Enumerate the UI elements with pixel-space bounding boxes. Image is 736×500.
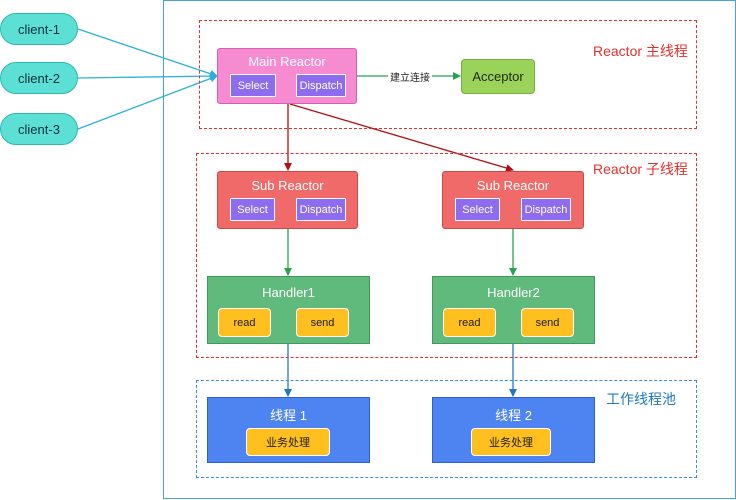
arrow-client-1-to-main-reactor bbox=[77, 28, 218, 78]
acceptor-node: Acceptor bbox=[461, 59, 535, 94]
main-reactor-dispatch: Dispatch bbox=[296, 74, 346, 97]
main-reactor-select: Select bbox=[230, 74, 276, 97]
zone-title-pool: 工作线程池 bbox=[606, 391, 676, 407]
sub-reactor-2-title: Sub Reactor bbox=[476, 178, 550, 193]
zone-worker-pool bbox=[196, 380, 697, 478]
worker-thread-2-node: 线程 2 业务处理 bbox=[432, 397, 595, 463]
sub-reactor-2-node: Sub Reactor Select Dispatch bbox=[442, 171, 584, 229]
sub-reactor-1-node: Sub Reactor Select Dispatch bbox=[217, 171, 358, 229]
handler1-read: read bbox=[218, 308, 271, 337]
handler1-send: send bbox=[296, 308, 349, 337]
sub-reactor-1-title: Sub Reactor bbox=[251, 178, 324, 193]
handler2-read: read bbox=[443, 308, 496, 337]
main-reactor-node: Main Reactor Select Dispatch bbox=[217, 48, 357, 104]
handler2-node: Handler2 read send bbox=[432, 276, 595, 344]
handler2-title: Handler2 bbox=[487, 285, 540, 300]
zone-title-main: Reactor 主线程 bbox=[593, 43, 688, 59]
main-reactor-title: Main Reactor bbox=[248, 54, 326, 69]
client-3-node: client-3 bbox=[0, 113, 78, 145]
zone-title-sub: Reactor 子线程 bbox=[593, 161, 688, 177]
zone-reactor-sub-thread bbox=[196, 153, 697, 358]
worker-thread-1-node: 线程 1 业务处理 bbox=[207, 397, 370, 463]
client-1-node: client-1 bbox=[0, 13, 78, 45]
arrow-client-2-to-main-reactor bbox=[77, 72, 218, 81]
sub-reactor-1-select: Select bbox=[230, 198, 275, 221]
arrow-client-3-to-main-reactor bbox=[77, 74, 218, 130]
handler2-send: send bbox=[521, 308, 574, 337]
sub-reactor-2-select: Select bbox=[455, 198, 500, 221]
sub-reactor-1-dispatch: Dispatch bbox=[296, 198, 346, 221]
edge-label-establish-connection: 建立连接 bbox=[388, 69, 432, 84]
worker-thread-2-title: 线程 2 bbox=[495, 408, 532, 423]
handler1-node: Handler1 read send bbox=[207, 276, 370, 344]
worker-thread-2-task: 业务处理 bbox=[471, 428, 551, 456]
arrow-main-to-sub-reactor-2 bbox=[289, 103, 514, 172]
client-2-node: client-2 bbox=[0, 62, 78, 94]
handler1-title: Handler1 bbox=[262, 285, 315, 300]
worker-thread-1-task: 业务处理 bbox=[246, 428, 330, 456]
zone-reactor-main-thread bbox=[199, 20, 697, 129]
worker-thread-1-title: 线程 1 bbox=[270, 408, 307, 423]
sub-reactor-2-dispatch: Dispatch bbox=[521, 198, 571, 221]
